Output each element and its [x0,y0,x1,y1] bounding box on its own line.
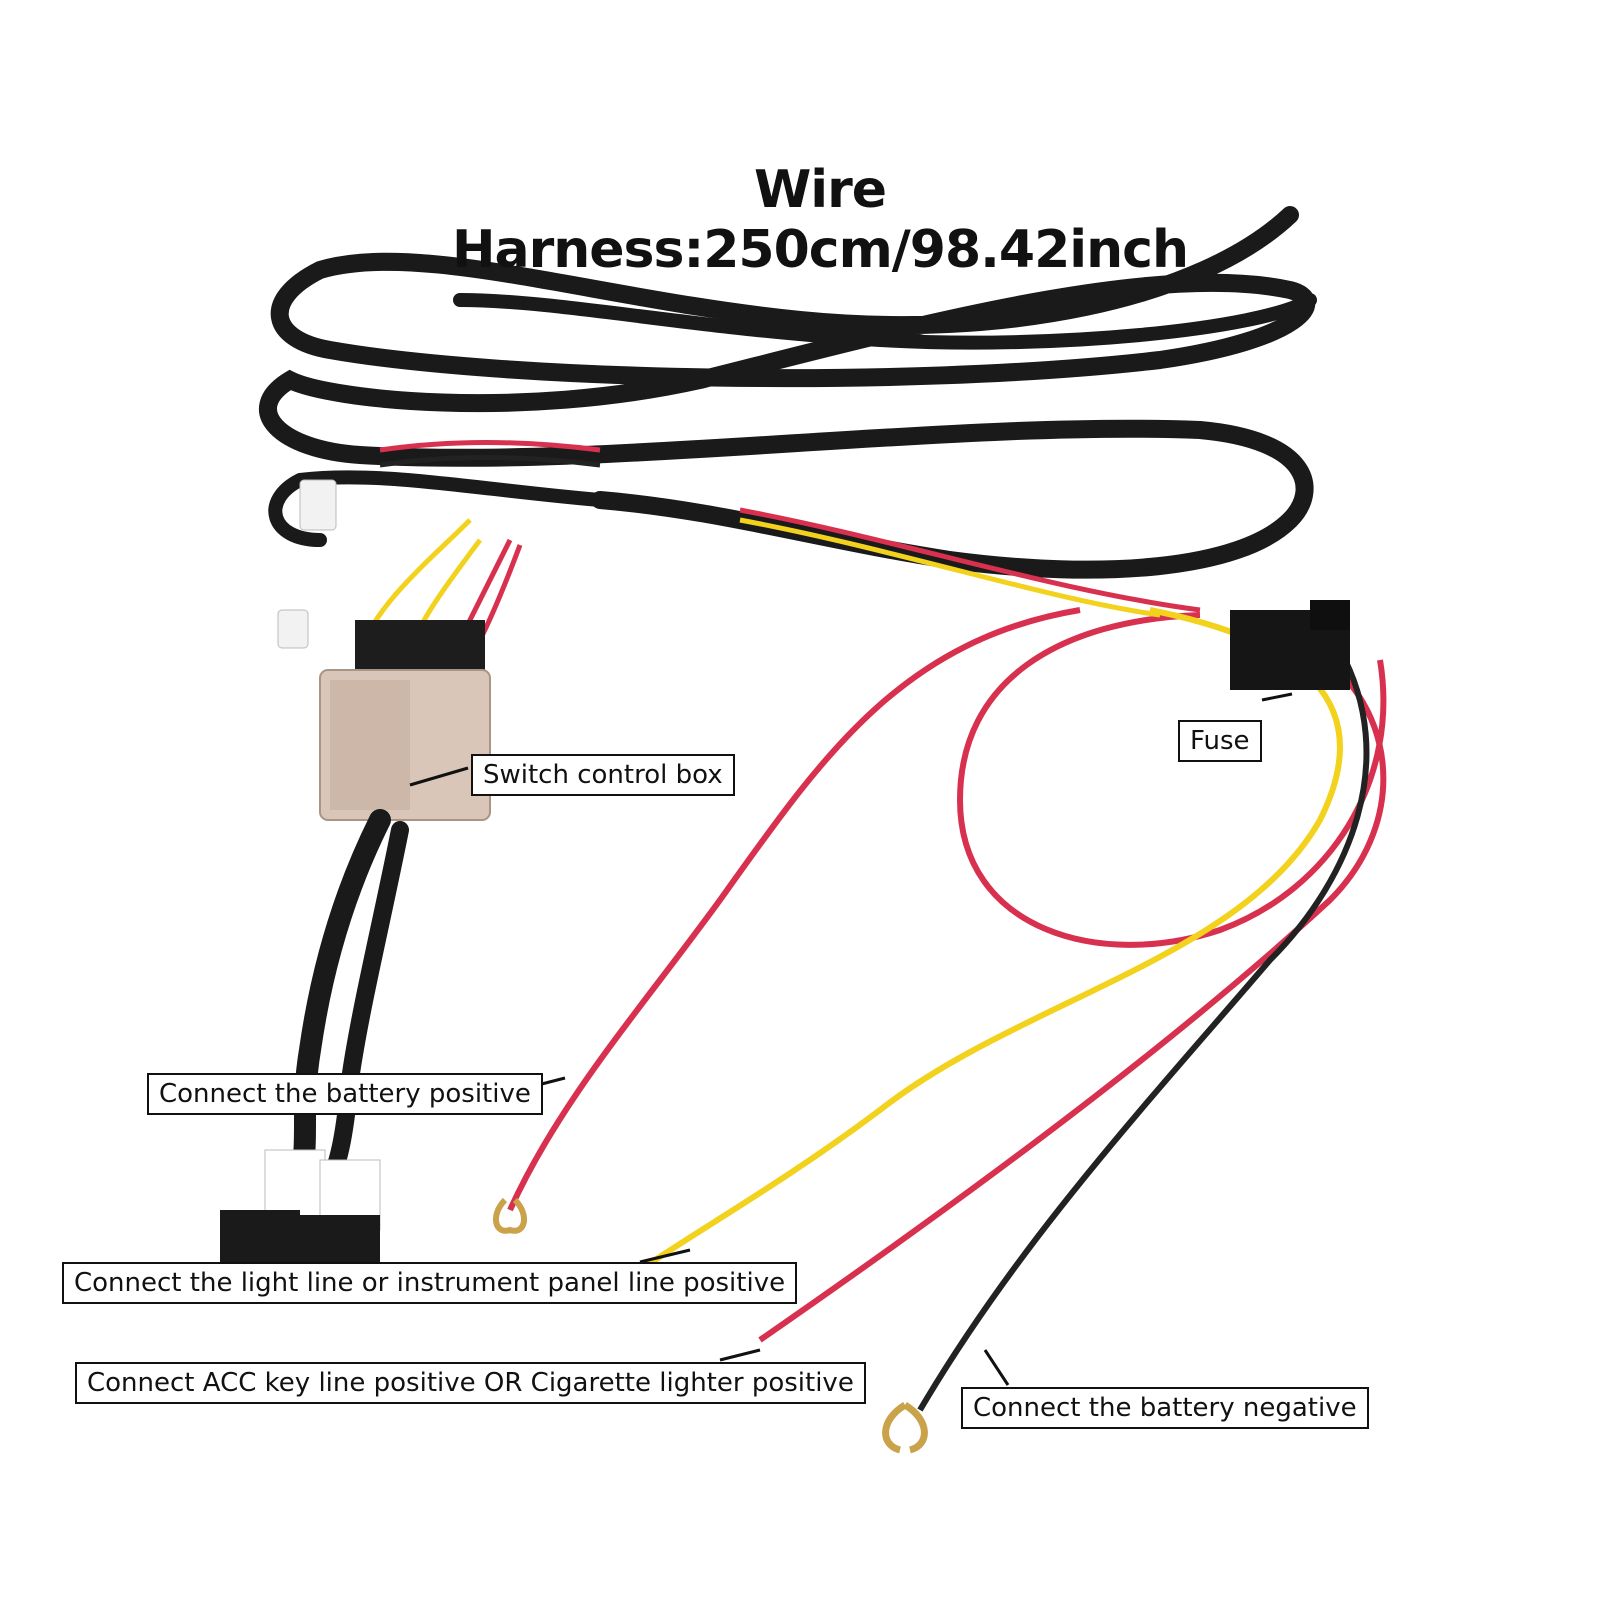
label-acc-line: Connect ACC key line positive OR Cigaret… [75,1362,866,1404]
black-wire-battery-negative [917,648,1370,1412]
fuse-holder [1230,600,1350,690]
label-battery-positive: Connect the battery positive [147,1073,543,1115]
label-light-line: Connect the light line or instrument pan… [62,1262,798,1304]
label-fuse: Fuse [1178,720,1262,762]
white-connector-2 [277,609,309,649]
white-connector-1 [299,479,337,531]
braided-sleeve [259,206,1317,579]
switch-cable-2 [321,821,409,1189]
switch-box-leads [357,440,1201,651]
label-battery-negative: Connect the battery negative [961,1387,1369,1429]
leader-lines [409,692,1293,1386]
switch-cable [289,809,391,1191]
red-wire-battery-positive [507,607,1081,1212]
red-wire-loop [956,612,1387,948]
yellow-wire-light-line [598,607,1343,1303]
page-title: Wire Harness:250cm/98.42inch [452,160,1189,280]
terminal-battery-positive [493,1197,527,1234]
red-wire-acc-line [758,637,1387,1343]
label-switch-control-box: Switch control box [471,754,735,796]
switch-control-box [319,620,491,821]
terminal-battery-negative [882,1402,928,1454]
